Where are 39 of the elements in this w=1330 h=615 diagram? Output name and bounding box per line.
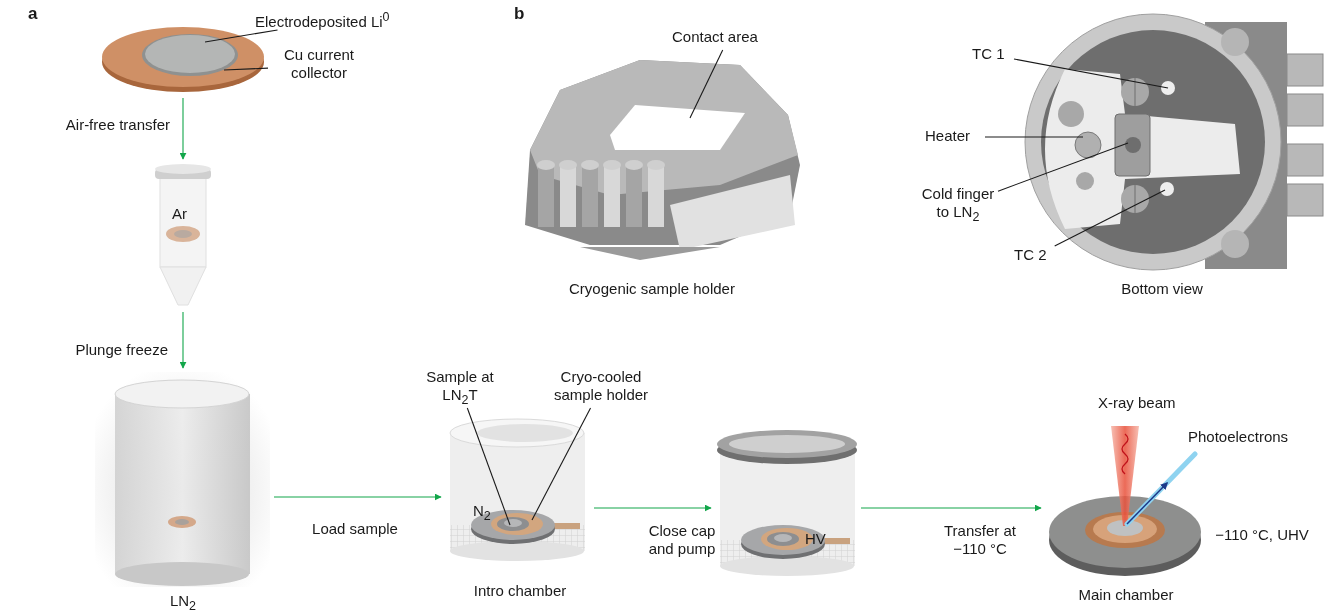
callout-label: TC 2 (1014, 246, 1048, 264)
edge-label: Load sample (311, 520, 399, 538)
chamber-label: N$_{2}$ (473, 502, 491, 525)
arrow (179, 97, 187, 160)
arrow (593, 504, 712, 512)
leader-line (997, 142, 1129, 192)
edge-label: Plunge freeze (74, 341, 168, 359)
node-label: Intro chamber (473, 582, 567, 600)
edge-label: Transfer at −110 °C (943, 522, 1017, 558)
callout-label: Cu current collector (283, 46, 355, 82)
callout-label: Cryo-cooled sample holder (552, 368, 650, 404)
panel-letter: a (28, 5, 38, 23)
edge-label: Close cap and pump (647, 522, 717, 558)
node-label: −110 °C, UHV (1215, 526, 1309, 544)
leader-line (984, 136, 1084, 138)
panel-letter: b (514, 5, 525, 23)
leader-line (531, 407, 592, 521)
arrow (179, 311, 187, 369)
node-label: Cryogenic sample holder (569, 280, 735, 298)
node-label: Main chamber (1078, 586, 1174, 604)
callout-label: Cold finger to LN$_{2}$ (920, 185, 996, 226)
edge-label: Air-free transfer (64, 116, 170, 134)
leader-line (204, 29, 279, 43)
callout-label: Electrodeposited Li$^{0}$ (255, 9, 391, 31)
leader-line (466, 407, 511, 526)
leader-line (1054, 189, 1166, 247)
node-label: LN$_{2}$ (169, 592, 197, 615)
node-label: Bottom view (1121, 280, 1203, 298)
chamber-label: Ar (172, 205, 187, 223)
callout-label: TC 1 (972, 45, 1006, 63)
annotation: Photoelectrons (1188, 428, 1289, 446)
callout-label: Sample at LN$_{2}$T (425, 368, 495, 409)
annotation: X-ray beam (1098, 394, 1176, 412)
callout-label: Heater (925, 127, 972, 145)
leader-line (1013, 58, 1169, 89)
chamber-label: HV (805, 530, 826, 548)
arrow (860, 504, 1042, 512)
callout-label: Contact area (672, 28, 759, 46)
arrow (273, 493, 442, 501)
